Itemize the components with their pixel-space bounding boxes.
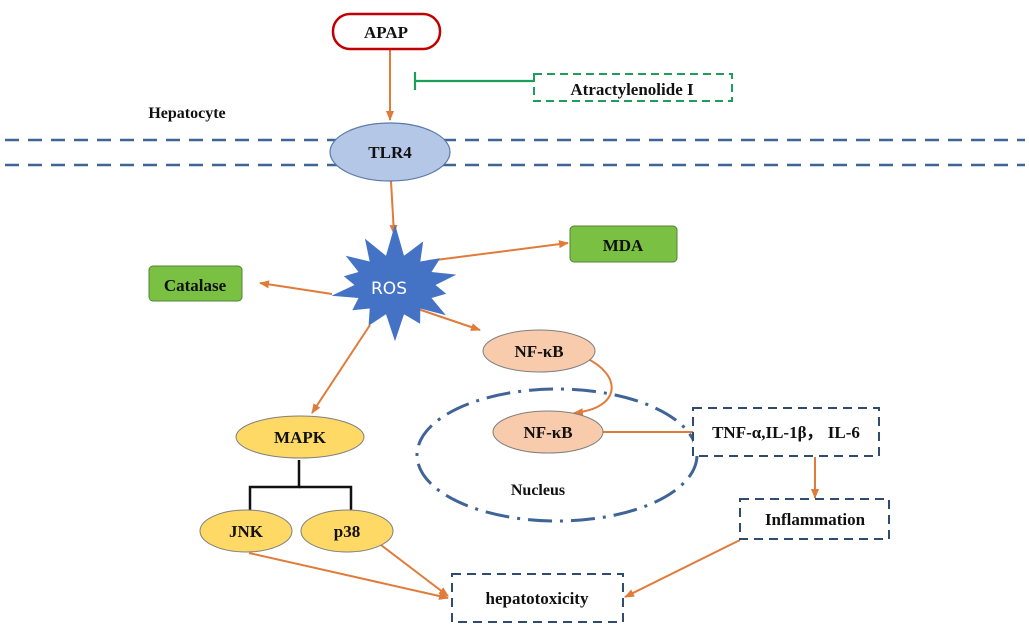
p38-shape — [300, 509, 394, 553]
hepatocyte-label: Hepatocyte — [148, 105, 225, 122]
nucleus-boundary — [415, 387, 699, 523]
nucleus: Nucleus — [415, 387, 699, 523]
catalase-box — [148, 265, 243, 302]
atractylenolide-label: Atractylenolide I — [570, 80, 694, 99]
edge-inflammation-hepatotoxicity — [624, 539, 741, 598]
cytokines-box — [692, 407, 880, 457]
mapk-label: MAPK — [274, 428, 327, 447]
mda-box — [569, 225, 678, 263]
mapk-shape — [235, 415, 365, 459]
edge-mapk-p38 — [299, 485, 353, 511]
nfkb-nucleus-label: NF-κB — [523, 423, 572, 442]
hepatotoxicity-label: hepatotoxicity — [486, 589, 589, 608]
edges — [248, 49, 819, 600]
atractylenolide-box — [533, 73, 733, 102]
edge-ros-nfkb — [411, 306, 481, 331]
node-tlr4[interactable]: TLR4 — [329, 122, 451, 182]
node-hepatotoxicity[interactable]: hepatotoxicity — [451, 573, 624, 623]
node-mapk[interactable]: MAPK — [235, 415, 365, 459]
nucleus-label: Nucleus — [511, 482, 565, 499]
edge-p38-hepatotoxicity — [380, 544, 449, 597]
ros-label: ROS — [371, 279, 407, 299]
mda-label: MDA — [603, 236, 644, 255]
jnk-label: JNK — [229, 522, 264, 541]
apap-label: APAP — [364, 23, 408, 42]
node-p38[interactable]: p38 — [300, 509, 394, 553]
edge-tlr4-ros — [389, 180, 398, 235]
nfkb-cytoplasm-label: NF-κB — [514, 342, 563, 361]
tlr4-shape — [329, 122, 451, 182]
node-atractylenolide[interactable]: Atractylenolide I — [533, 73, 733, 102]
apap-shape — [331, 12, 442, 51]
edge-ros-mda — [427, 240, 569, 262]
hepatotoxicity-box — [451, 573, 624, 623]
ros-starburst-shape — [331, 224, 457, 342]
node-ros[interactable]: ROS — [331, 224, 457, 342]
edge-ros-catalase — [259, 280, 333, 295]
nfkb-cytoplasm-shape — [482, 329, 596, 373]
node-nfkb-cytoplasm[interactable]: NF-κB — [482, 329, 596, 373]
catalase-label: Catalase — [164, 276, 227, 295]
node-apap[interactable]: APAP — [331, 12, 442, 51]
node-jnk[interactable]: JNK — [199, 509, 293, 553]
p38-label: p38 — [334, 522, 360, 541]
node-mda[interactable]: MDA — [569, 225, 678, 263]
node-cytokines[interactable]: TNF-α,IL-1β， IL-6 — [692, 407, 880, 457]
edge-mapk-jnk — [248, 460, 301, 511]
edge-jnk-hepatotoxicity — [248, 552, 449, 600]
node-catalase[interactable]: Catalase — [148, 265, 243, 302]
edge-ros-mapk — [311, 324, 371, 414]
node-inflammation[interactable]: Inflammation — [739, 498, 890, 540]
node-nfkb-nucleus[interactable]: NF-κB — [492, 410, 604, 454]
edge-nfkb-translocation — [573, 357, 613, 417]
nfkb-nucleus-shape — [492, 410, 604, 454]
tlr4-label: TLR4 — [368, 143, 412, 162]
inflammation-label: Inflammation — [765, 510, 866, 529]
jnk-shape — [199, 509, 293, 553]
inflammation-box — [739, 498, 890, 540]
cell-membrane — [5, 138, 1025, 167]
cytokines-label: TNF-α,IL-1β， IL-6 — [712, 423, 860, 442]
